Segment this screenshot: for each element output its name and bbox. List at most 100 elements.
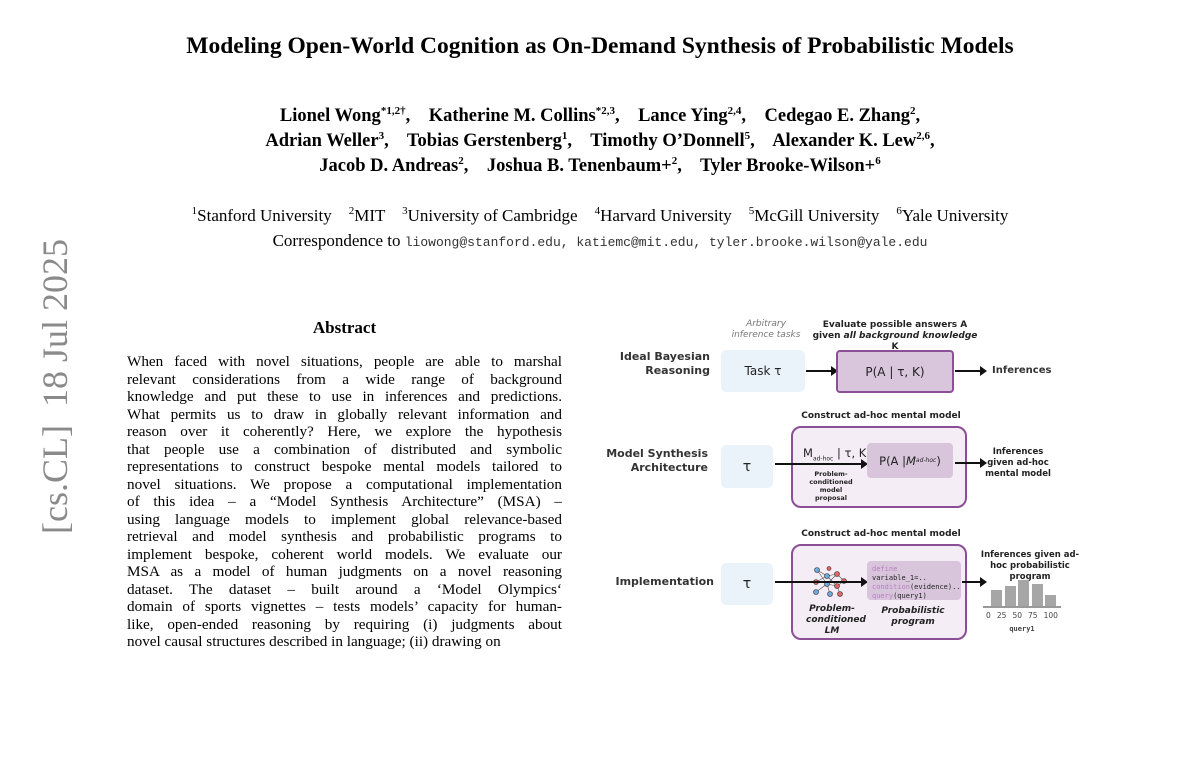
header-line: given all background knowledge K (810, 331, 980, 353)
histogram-tick: 0 (986, 611, 991, 620)
author: Lance Ying (638, 106, 728, 126)
code-line: define variable_1=.. (872, 565, 956, 583)
row-label-msa: Model Synthesis Architecture (606, 447, 708, 474)
code-text: variable_1=.. (872, 574, 927, 582)
aff-sup: 6 (896, 205, 902, 217)
text: P(A | (879, 453, 906, 468)
abstract-line: reason over it coherently? Here, we expl… (127, 423, 562, 440)
abstract-line: like, open-ended reasoning by requiring … (127, 615, 562, 633)
affiliation: Yale University (901, 206, 1009, 225)
correspondence-label: Correspondence to (272, 231, 401, 250)
proposal-formula: Mad-hoc | τ, K (803, 446, 866, 462)
histogram-bar (1018, 580, 1029, 606)
task-caption: Arbitrary inference tasks (731, 319, 801, 340)
text: given (812, 331, 844, 341)
abstract-line: What permits us to draw in globally rele… (127, 405, 562, 423)
author: Cedegao E. Zhang (764, 106, 910, 126)
arrow-icon (775, 459, 868, 469)
author: Alexander K. Lew (772, 131, 917, 151)
aff-sup: 2 (348, 205, 355, 217)
arrow-icon (806, 366, 838, 376)
author-sup: 2,6 (916, 130, 930, 142)
author-line-2: Adrian Weller3, Tobias Gerstenberg1, Tim… (265, 130, 935, 152)
abstract-heading: Abstract (312, 318, 377, 337)
task-box: τ (721, 445, 773, 488)
affiliation: Stanford University (197, 206, 332, 225)
posterior-box: P(A | τ, K) (836, 350, 954, 393)
author: Timothy O’Donnell (590, 131, 745, 151)
code-line: condition(evidence).. (872, 583, 961, 592)
text: K (891, 342, 899, 352)
code-text: (query1) (893, 592, 927, 600)
histogram-tick: 100 (1043, 611, 1058, 620)
histogram (983, 578, 1061, 608)
abstract-line: implement bespoke, coherent world models… (127, 545, 562, 563)
abstract-line: retrieval and model synthesis and probab… (127, 528, 562, 545)
author-sup: 5 (744, 130, 751, 142)
proposal-caption: Problem-conditioned model proposal (809, 470, 853, 502)
abstract-line: MSA as a model of human judgments on a n… (127, 563, 562, 580)
construct-header: Construct ad-hoc mental model (801, 529, 961, 539)
histogram-bar (991, 590, 1002, 606)
abstract-body: When faced with novel situations, people… (127, 353, 562, 651)
author: Tyler Brooke-Wilson+ (700, 156, 876, 176)
affiliation: Harvard University (600, 206, 732, 225)
author-sup: 2,4 (727, 105, 742, 117)
text: ) (936, 453, 941, 468)
aff-sup: 4 (594, 205, 601, 217)
author-sup: 2 (910, 105, 916, 117)
inferences-label: Inferences given ad-hoc probabilistic pr… (980, 550, 1080, 582)
author-sup: 1 (561, 130, 568, 142)
text: M (905, 453, 916, 468)
text: ad-hoc (812, 455, 834, 463)
author: Adrian Weller (265, 131, 379, 151)
abstract-line: novel situations. We propose a computati… (127, 475, 562, 493)
code-keyword: define (872, 565, 898, 573)
arrow-icon (962, 577, 987, 587)
paper-title: Modeling Open-World Cognition as On-Dema… (186, 33, 1014, 59)
affiliations: 1Stanford University 2MIT 3University of… (0, 206, 1200, 226)
arrow-icon (955, 458, 987, 468)
program-caption: Probabilistic program (881, 606, 945, 627)
row-label-ideal: Ideal Bayesian Reasoning (619, 350, 710, 377)
task-box: Task τ (721, 350, 805, 392)
author-sup: 6 (875, 155, 881, 167)
aff-sup: 1 (191, 205, 198, 217)
code-line: query(query1) (872, 592, 956, 601)
abstract-line: dataset. The dataset – built around a ‘M… (127, 580, 562, 598)
abstract-line: representations to construct bespoke men… (127, 458, 562, 475)
arxiv-stamp: [cs.CL] 18 Jul 2025 (35, 239, 75, 534)
author-sup: 3 (378, 130, 385, 142)
correspondence-emails[interactable]: liowong@stanford.edu, katiemc@mit.edu, t… (404, 235, 928, 250)
task-box: τ (721, 563, 773, 605)
row-label-implementation: Implementation (615, 575, 714, 588)
text: M (803, 446, 813, 460)
author: Katherine M. Collins (428, 106, 596, 126)
inferences-label: Inferences (992, 365, 1052, 376)
code-box: define variable_1=.. condition(evidence)… (867, 561, 961, 600)
abstract-line: of this idea – a “Model Synthesis Archit… (127, 493, 562, 510)
code-text: (evidence).. (909, 583, 961, 591)
author-sup: 2 (458, 155, 464, 167)
aff-sup: 3 (402, 205, 408, 217)
abstract-line: knowledge and put these to use in infere… (127, 388, 562, 405)
arrow-icon (955, 366, 987, 376)
author-sup: *2,3 (595, 105, 615, 117)
histogram-tick: 75 (1028, 611, 1038, 620)
code-keyword: query (872, 592, 894, 600)
inferences-label: Inferences given ad-hoc mental model (985, 447, 1051, 479)
histogram-bar (1045, 594, 1056, 606)
author: Lionel Wong (279, 106, 381, 126)
affiliation: University of Cambridge (407, 206, 578, 225)
abstract-line: domain of sports vignettes – tests model… (127, 598, 562, 615)
text: all background knowledge (843, 331, 978, 341)
author-line-1: Lionel Wong*1,2†, Katherine M. Collins*2… (279, 105, 921, 127)
abstract-line: relevant considerations from a wide rang… (127, 370, 562, 388)
author: Jacob D. Andreas (319, 156, 459, 176)
text: ad-hoc (915, 457, 937, 464)
affiliation: McGill University (754, 206, 880, 225)
author: Tobias Gerstenberg (406, 131, 562, 151)
